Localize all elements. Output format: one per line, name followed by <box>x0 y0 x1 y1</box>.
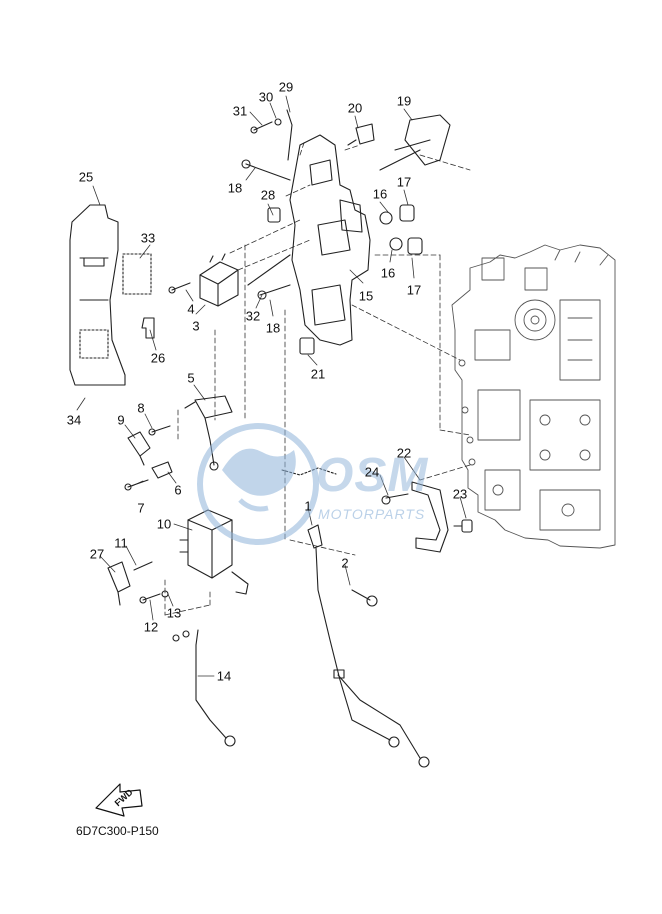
connector-20 <box>347 123 375 146</box>
diagram-code: 6D7C300-P150 <box>76 824 159 838</box>
lead-14 <box>172 629 236 747</box>
clip-26 <box>141 317 155 339</box>
screw-2 <box>351 589 371 601</box>
callout-5: 5 <box>187 370 195 386</box>
callout-29: 29 <box>278 79 294 95</box>
bolt-18-upper-head <box>241 159 251 169</box>
clip-6 <box>151 461 173 479</box>
callout-18-upper: 18 <box>227 180 243 196</box>
cable-1 <box>307 524 430 768</box>
bracket-15 <box>289 134 371 346</box>
tie-29 <box>286 109 293 161</box>
bolt-18-lower-head <box>257 290 267 300</box>
bushing-17-lower <box>407 237 423 255</box>
cap-27 <box>107 561 131 606</box>
callout-21: 21 <box>310 366 326 382</box>
screw-7-head <box>124 483 132 491</box>
bolt-18-lower <box>259 284 291 296</box>
callout-13: 13 <box>166 605 182 621</box>
callout-12: 12 <box>143 619 159 635</box>
washer-30 <box>274 118 282 126</box>
callout-33: 33 <box>140 230 156 246</box>
callout-16-upper: 16 <box>372 186 388 202</box>
callout-22: 22 <box>396 445 412 461</box>
callout-3: 3 <box>192 318 200 334</box>
callout-18-lower: 18 <box>265 320 281 336</box>
watermark-brand: OSM <box>316 449 429 502</box>
unit-3 <box>199 253 239 307</box>
callout-8: 8 <box>137 400 145 416</box>
callout-16-lower: 16 <box>380 265 396 281</box>
bracket-22 <box>411 481 449 553</box>
cap-9 <box>127 431 151 466</box>
callout-4: 4 <box>187 301 195 317</box>
unit-10 <box>179 509 249 595</box>
screw-11 <box>133 561 153 571</box>
bolt-24-head <box>381 495 391 505</box>
callout-32: 32 <box>245 308 261 324</box>
callout-2: 2 <box>341 555 349 571</box>
cover-plate-25 <box>69 204 126 386</box>
bushing-17-upper <box>399 204 415 222</box>
callout-23: 23 <box>452 486 468 502</box>
grommet-23 <box>461 519 473 533</box>
callout-10: 10 <box>156 516 172 532</box>
screw-4-head <box>168 286 176 294</box>
fwd-arrow <box>95 783 143 817</box>
callout-34: 34 <box>66 412 82 428</box>
grommet-28 <box>267 207 281 223</box>
callout-28: 28 <box>260 187 276 203</box>
watermark-tagline: MOTORPARTS <box>318 506 426 522</box>
callout-20: 20 <box>347 100 363 116</box>
callout-27: 27 <box>89 546 105 562</box>
bolt-18-upper <box>245 163 291 181</box>
callout-6: 6 <box>174 482 182 498</box>
callout-7: 7 <box>137 500 145 516</box>
clamp-21 <box>299 337 315 355</box>
callout-17-upper: 17 <box>396 174 412 190</box>
collar-16-upper <box>379 211 393 225</box>
harness-19 <box>379 114 451 171</box>
screw-31-head <box>250 126 258 134</box>
bolt-32 <box>247 254 291 286</box>
callout-26: 26 <box>150 350 166 366</box>
watermark-logo <box>197 423 319 545</box>
callout-1: 1 <box>304 498 312 514</box>
screw-8-head <box>148 428 156 436</box>
washer-13 <box>161 590 169 598</box>
label-33 <box>122 253 152 295</box>
callout-19: 19 <box>396 93 412 109</box>
leader-lines <box>76 95 467 677</box>
engine-block <box>451 244 616 549</box>
screw-2-terminal <box>366 595 378 607</box>
screw-12-head <box>139 596 147 604</box>
collar-16-lower <box>389 237 403 251</box>
callout-30: 30 <box>258 89 274 105</box>
coil-5 <box>184 395 233 471</box>
callout-14: 14 <box>216 668 232 684</box>
callout-9: 9 <box>117 412 125 428</box>
callout-15: 15 <box>358 288 374 304</box>
callout-17-lower: 17 <box>406 282 422 298</box>
callout-25: 25 <box>78 169 94 185</box>
callout-11: 11 <box>114 535 128 551</box>
callout-24: 24 <box>364 464 380 480</box>
callout-31: 31 <box>232 103 248 119</box>
